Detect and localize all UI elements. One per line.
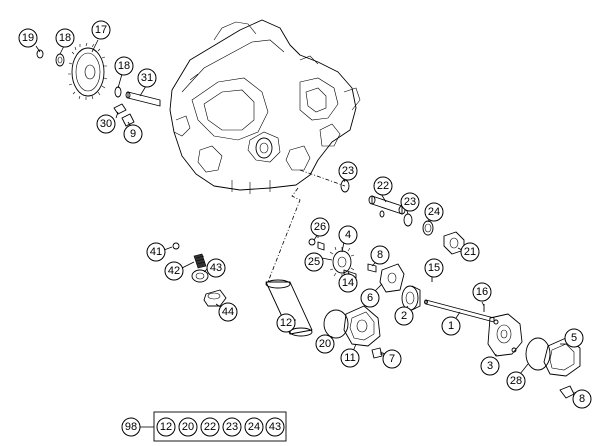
callout-label: 6 bbox=[367, 292, 373, 304]
callout-label: 30 bbox=[100, 118, 112, 130]
callout-label: 26 bbox=[314, 221, 326, 233]
callout-23: 23 bbox=[338, 161, 358, 181]
kit-item: 12 bbox=[156, 417, 176, 437]
callout-44: 44 bbox=[218, 302, 238, 322]
callout-42: 42 bbox=[164, 261, 184, 281]
callout-4: 4 bbox=[338, 225, 358, 245]
callout-label: 18 bbox=[59, 32, 71, 44]
kit-item: 20 bbox=[178, 417, 198, 437]
callout-label: 41 bbox=[150, 246, 162, 258]
kit-item-label: 24 bbox=[248, 421, 260, 433]
callout-label: 28 bbox=[510, 375, 522, 387]
oil-pump-right-group bbox=[401, 285, 581, 399]
kit-legend: 98 12 20 22 23 24 43 bbox=[121, 411, 287, 442]
kit-item: 23 bbox=[222, 417, 242, 437]
callout-12: 12 bbox=[276, 313, 296, 333]
callout-23: 23 bbox=[400, 192, 420, 212]
callout-label: 31 bbox=[141, 72, 153, 84]
kit-item-label: 23 bbox=[226, 421, 238, 433]
kit-item-label: 43 bbox=[269, 421, 281, 433]
kit-label: 98 bbox=[125, 421, 137, 433]
oil-pump-gear-group bbox=[36, 42, 161, 127]
pump-internals-group bbox=[308, 238, 434, 293]
callout-2: 2 bbox=[394, 306, 414, 326]
callout-label: 1 bbox=[448, 320, 454, 332]
callout-label: 7 bbox=[389, 353, 395, 365]
axis-line-filter bbox=[267, 187, 301, 283]
callout-7: 7 bbox=[382, 349, 402, 369]
callout-label: 42 bbox=[168, 265, 180, 277]
callout-8: 8 bbox=[370, 245, 390, 265]
callout-26: 26 bbox=[310, 217, 330, 237]
callout-25: 25 bbox=[304, 252, 324, 272]
callout-label: 22 bbox=[377, 180, 389, 192]
kit-item-label: 12 bbox=[160, 421, 172, 433]
callout-3: 3 bbox=[480, 356, 500, 376]
callout-label: 44 bbox=[222, 306, 234, 318]
callout-label: 5 bbox=[571, 332, 577, 344]
callout-label: 17 bbox=[95, 24, 107, 36]
callout-9: 9 bbox=[123, 124, 143, 144]
callout-20: 20 bbox=[315, 334, 335, 354]
callout-41: 41 bbox=[146, 242, 166, 262]
callout-17: 17 bbox=[91, 20, 111, 40]
callout-label: 21 bbox=[464, 246, 476, 258]
callout-label: 3 bbox=[487, 360, 493, 372]
callout-28: 28 bbox=[506, 371, 526, 391]
callout-label: 2 bbox=[401, 310, 407, 322]
o-ring-20 bbox=[323, 309, 349, 339]
callout-18: 18 bbox=[114, 56, 134, 76]
callout-22: 22 bbox=[373, 176, 393, 196]
pressure-pipe-group bbox=[340, 179, 465, 255]
callout-11: 11 bbox=[340, 348, 360, 368]
callout-label: 18 bbox=[118, 60, 130, 72]
callout-label: 23 bbox=[404, 196, 416, 208]
callout-24: 24 bbox=[424, 202, 444, 222]
callout-43: 43 bbox=[206, 258, 226, 278]
callout-30: 30 bbox=[96, 114, 116, 134]
callout-label: 15 bbox=[428, 262, 440, 274]
callout-label: 19 bbox=[22, 32, 34, 44]
callout-label: 8 bbox=[377, 249, 383, 261]
callout-14: 14 bbox=[338, 273, 358, 293]
callout-1: 1 bbox=[441, 316, 461, 336]
callout-15: 15 bbox=[424, 258, 444, 278]
kit-item-label: 22 bbox=[204, 421, 216, 433]
kit-item-label: 20 bbox=[182, 421, 194, 433]
callout-6: 6 bbox=[360, 288, 380, 308]
callout-21: 21 bbox=[460, 242, 480, 262]
callout-16: 16 bbox=[472, 282, 492, 302]
callout-8: 8 bbox=[572, 389, 592, 409]
callout-label: 23 bbox=[342, 165, 354, 177]
callout-label: 43 bbox=[210, 262, 222, 274]
bypass-valve-group bbox=[172, 242, 227, 307]
callout-label: 14 bbox=[342, 277, 354, 289]
callout-label: 11 bbox=[344, 352, 355, 364]
callout-label: 25 bbox=[308, 256, 320, 268]
callout-label: 16 bbox=[476, 286, 488, 298]
callout-label: 12 bbox=[280, 317, 292, 329]
callout-label: 9 bbox=[130, 128, 136, 140]
leader-lines bbox=[35, 39, 575, 396]
callout-18: 18 bbox=[55, 28, 75, 48]
axis-line-pipe bbox=[299, 169, 346, 187]
engine-case bbox=[169, 19, 361, 194]
kit-item: 22 bbox=[200, 417, 220, 437]
callout-19: 19 bbox=[18, 28, 38, 48]
filter-cover bbox=[343, 305, 387, 359]
kit-callout: 98 bbox=[121, 417, 141, 437]
callout-label: 24 bbox=[428, 206, 440, 218]
kit-item: 24 bbox=[244, 417, 264, 437]
callout-label: 8 bbox=[579, 393, 585, 405]
callout-label: 4 bbox=[345, 229, 351, 241]
kit-item: 43 bbox=[265, 417, 285, 437]
callout-label: 20 bbox=[319, 338, 331, 350]
callout-5: 5 bbox=[564, 328, 584, 348]
callout-31: 31 bbox=[137, 68, 157, 88]
